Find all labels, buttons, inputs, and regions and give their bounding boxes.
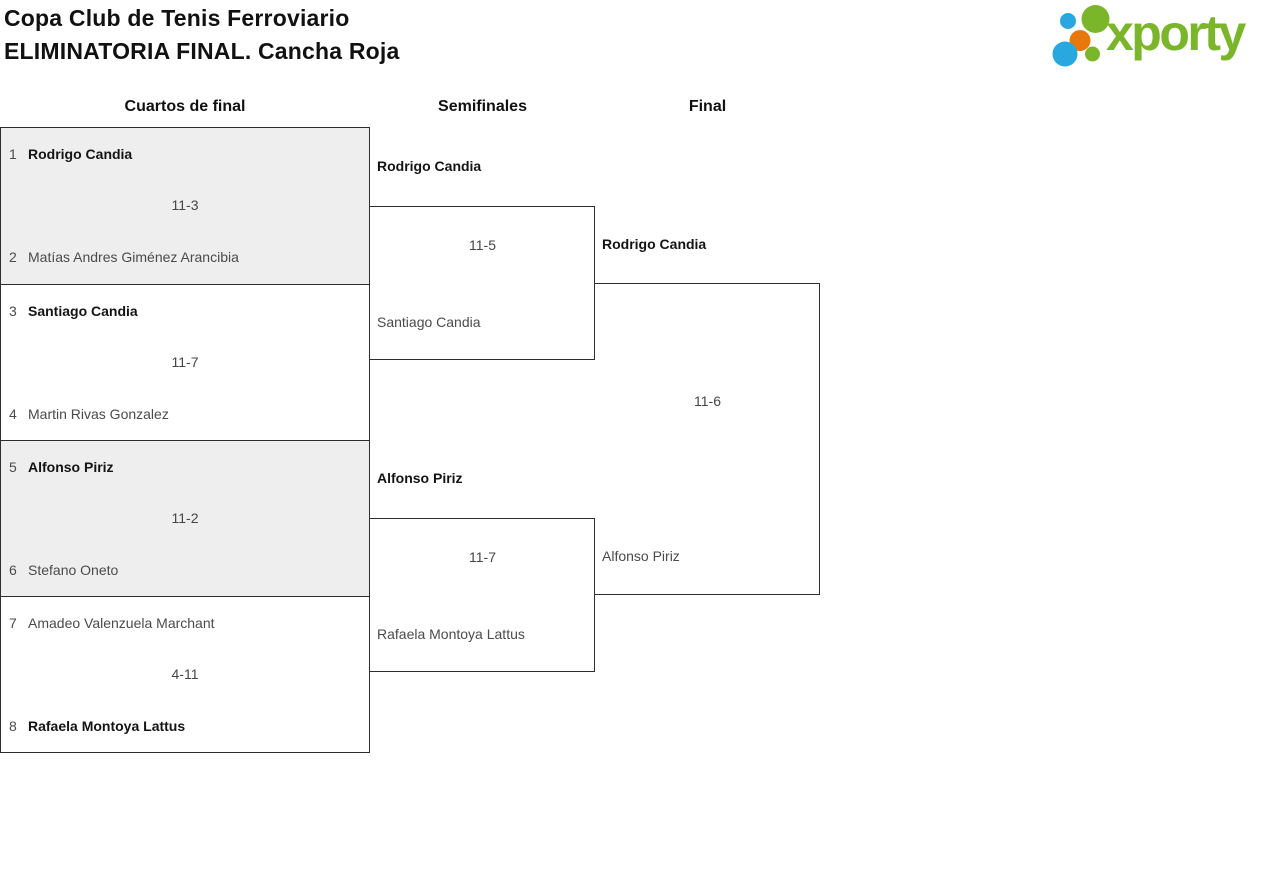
player-name: Santiago Candia <box>28 303 138 319</box>
seed-number: 2 <box>9 249 17 265</box>
player-row: 1 Rodrigo Candia <box>1 144 369 164</box>
match-score: 11-7 <box>469 549 496 565</box>
xporty-logo[interactable]: xporty <box>1044 0 1280 72</box>
match-score: 11-5 <box>469 237 496 253</box>
xporty-wordmark: xporty <box>1106 5 1246 61</box>
match-score: 11-2 <box>171 510 199 526</box>
player-name: Alfonso Piriz <box>377 470 463 486</box>
tournament-title: Copa Club de Tenis Ferroviario ELIMINATO… <box>4 2 400 68</box>
match-quarterfinal-4: 7 Amadeo Valenzuela Marchant 4-11 8 Rafa… <box>1 596 369 752</box>
player-row: 8 Rafaela Montoya Lattus <box>1 716 369 736</box>
seed-number: 1 <box>9 146 17 162</box>
match-final-box <box>595 283 820 595</box>
round-header-semifinales: Semifinales <box>438 98 527 115</box>
player-name: Rodrigo Candia <box>602 236 707 252</box>
player-name: Matías Andres Giménez Arancibia <box>28 249 239 265</box>
player-row: 7 Amadeo Valenzuela Marchant <box>1 613 369 633</box>
player-name: Stefano Oneto <box>28 562 119 578</box>
player-row: 3 Santiago Candia <box>1 301 369 321</box>
player-name: Rodrigo Candia <box>28 146 133 162</box>
match-score: 11-3 <box>171 197 199 213</box>
seed-number: 5 <box>9 459 17 475</box>
match-semifinal-1-box <box>370 206 595 360</box>
seed-number: 3 <box>9 303 17 319</box>
match-quarterfinal-3: 5 Alfonso Piriz 11-2 6 Stefano Oneto <box>1 440 369 596</box>
seed-number: 7 <box>9 615 17 631</box>
player-row: 5 Alfonso Piriz <box>1 457 369 477</box>
match-score: 11-7 <box>171 354 199 370</box>
player-name: Amadeo Valenzuela Marchant <box>28 615 215 631</box>
player-row: 2 Matías Andres Giménez Arancibia <box>1 247 369 267</box>
player-name: Alfonso Piriz <box>602 548 680 564</box>
match-semifinal-2-box <box>370 518 595 672</box>
round-header-final: Final <box>688 98 727 115</box>
round-header-cuartos-de-final: Cuartos de final <box>124 98 246 115</box>
seed-number: 4 <box>9 406 17 422</box>
match-score: 4-11 <box>171 666 199 682</box>
title-line-2: ELIMINATORIA FINAL. Cancha Roja <box>4 38 400 64</box>
player-row: 4 Martin Rivas Gonzalez <box>1 404 369 424</box>
quarterfinals-column: 1 Rodrigo Candia 11-3 2 Matías Andres Gi… <box>0 127 370 753</box>
player-name: Alfonso Piriz <box>28 459 114 475</box>
player-name: Rafaela Montoya Lattus <box>377 626 525 642</box>
match-score: 11-6 <box>694 393 721 409</box>
player-name: Martin Rivas Gonzalez <box>28 406 169 422</box>
seed-number: 6 <box>9 562 17 578</box>
seed-number: 8 <box>9 718 17 734</box>
title-line-1: Copa Club de Tenis Ferroviario <box>4 5 350 31</box>
match-quarterfinal-2: 3 Santiago Candia 11-7 4 Martin Rivas Go… <box>1 284 369 440</box>
player-name: Rafaela Montoya Lattus <box>28 718 186 734</box>
match-quarterfinal-1: 1 Rodrigo Candia 11-3 2 Matías Andres Gi… <box>1 128 369 284</box>
player-name: Rodrigo Candia <box>377 158 482 174</box>
xporty-dots-icon <box>1052 5 1110 67</box>
player-name: Santiago Candia <box>377 314 481 330</box>
player-row: 6 Stefano Oneto <box>1 560 369 580</box>
